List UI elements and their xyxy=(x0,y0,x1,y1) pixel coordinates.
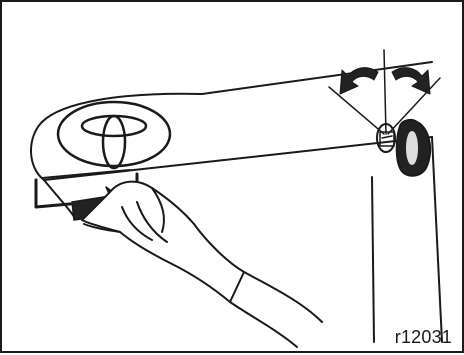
figure-code: r12031 xyxy=(395,327,452,348)
key-icon xyxy=(377,120,430,176)
toyota-emblem-icon xyxy=(58,102,170,168)
hand-icon xyxy=(82,182,322,347)
